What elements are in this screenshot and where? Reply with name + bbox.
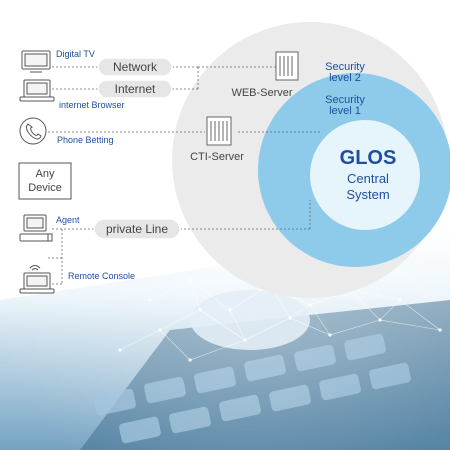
agent-computer-icon [19,214,53,242]
cti-server-icon [206,116,232,146]
glos-core-zone [310,120,420,230]
security-level-2-line1: Security [325,61,365,73]
private-line-label: private Line [106,222,168,236]
security-level-1-line1: Security [325,94,365,106]
network-label: Network [113,60,158,74]
glos-central-line: Central [347,171,389,186]
security-level-1-line2: level 1 [329,105,361,117]
glos-system-line: System [346,187,389,202]
phone-betting-label: Phone Betting [57,135,114,145]
phone-icon [19,117,47,145]
cti-server-label: CTI-Server [190,151,244,163]
glos-title: GLOS [340,147,397,169]
agent-label: Agent [56,215,80,225]
private-line-pill [93,218,181,240]
digital-tv-label: Digital TV [56,49,95,59]
laptop-icon [19,79,55,102]
security-level-2-line2: level 2 [329,72,361,84]
internet-browser-label: internet Browser [59,100,125,110]
web-server-label: WEB-Server [231,87,292,99]
connector-lines [48,66,320,285]
web-server-icon [275,51,299,81]
digital-tv-icon [21,50,51,73]
any-device-box [18,162,72,200]
internet-pill [97,79,173,99]
internet-label: Internet [115,82,156,96]
remote-console-label: Remote Console [68,271,135,281]
network-pill [97,57,173,77]
any-device-line2: Device [28,182,62,194]
any-device-line1: Any [36,168,55,180]
remote-console-icon [19,265,55,294]
